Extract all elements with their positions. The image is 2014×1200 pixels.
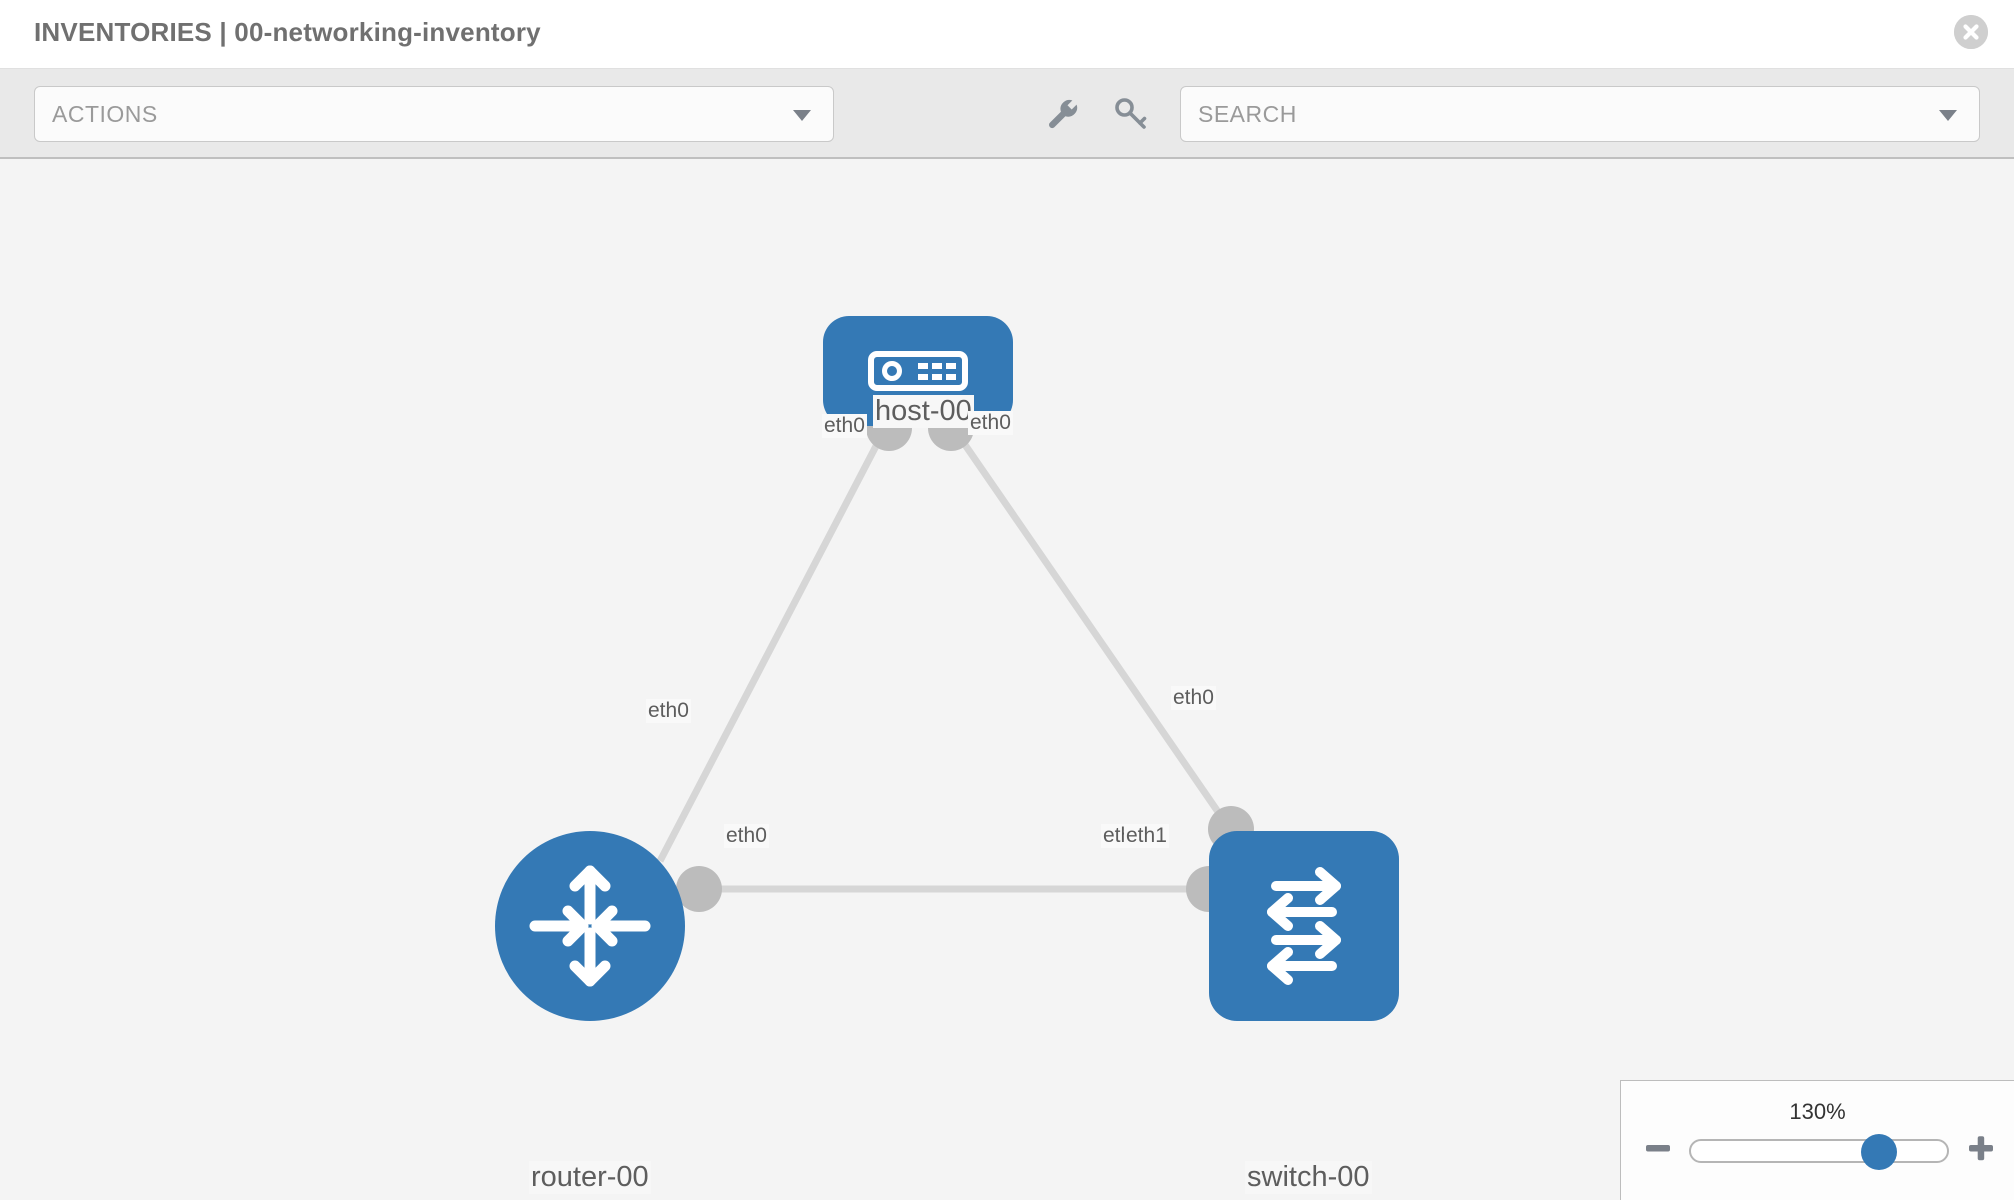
router-arrows-icon [529, 865, 651, 987]
topology-canvas[interactable]: host-00 router-00 switch-00 eth0 eth0 et… [0, 161, 2014, 1200]
key-icon[interactable] [1110, 93, 1152, 135]
actions-dropdown-label: ACTIONS [52, 101, 158, 127]
close-icon[interactable] [1954, 15, 1988, 49]
zoom-level-value: 130% [1789, 1099, 1846, 1124]
node-label-host-00: host-00 [873, 395, 974, 428]
zoom-slider[interactable] [1689, 1134, 1949, 1170]
iface-label-router00-up: eth0 [646, 699, 691, 723]
chevron-down-icon[interactable] [1939, 110, 1957, 121]
minus-icon[interactable] [1641, 1131, 1675, 1165]
page-title: INVENTORIES | 00-networking-inventory [34, 17, 541, 47]
topology-links [656, 421, 1248, 893]
toolbar: ACTIONS SEARCH [0, 69, 2014, 159]
zoom-slider-thumb[interactable] [1861, 1134, 1897, 1170]
node-switch-00[interactable] [1209, 831, 1399, 1021]
zoom-control-panel: 130% [1620, 1080, 2014, 1200]
actions-dropdown[interactable]: ACTIONS [34, 86, 834, 142]
link-host00-router00 [656, 421, 892, 863]
search-input[interactable]: SEARCH [1180, 86, 1980, 142]
node-label-router-00: router-00 [529, 1161, 651, 1194]
iface-label-host00-right: eth0 [968, 411, 1013, 435]
iface-label-switch00-up: eth0 [1171, 686, 1216, 710]
node-label-switch-00: switch-00 [1245, 1161, 1372, 1194]
window-titlebar: INVENTORIES | 00-networking-inventory [0, 0, 2014, 69]
iface-label-router00-right: eth0 [724, 824, 769, 848]
server-icon [868, 351, 968, 391]
wrench-icon[interactable] [1042, 93, 1084, 135]
chevron-down-icon [793, 110, 811, 121]
link-host00-switch00 [947, 421, 1248, 853]
switch-arrows-icon [1267, 867, 1341, 985]
iface-label-switch00-eth1: eth1 [1124, 824, 1169, 848]
plus-icon[interactable] [1964, 1131, 1998, 1165]
search-placeholder: SEARCH [1198, 101, 1297, 127]
node-router-00[interactable] [495, 831, 685, 1021]
port-router00-eth0[interactable] [676, 866, 722, 912]
iface-label-host00-left: eth0 [822, 414, 867, 438]
